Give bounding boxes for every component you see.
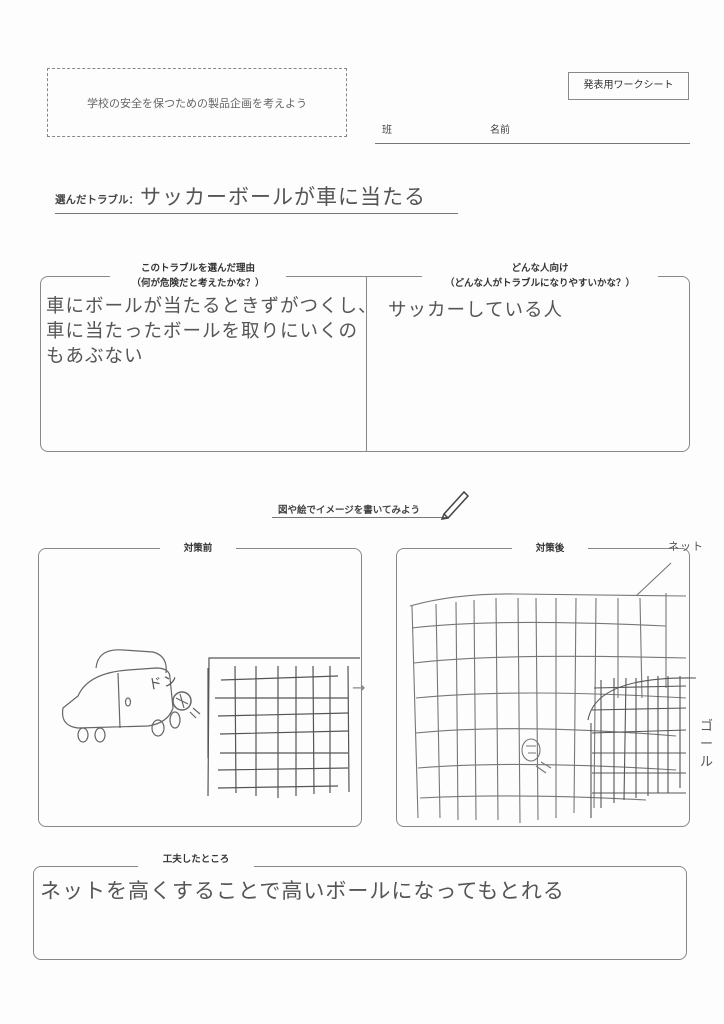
before-label: 対策前 <box>160 541 236 556</box>
drawing-heading: 図や絵でイメージを書いてみよう <box>278 505 421 516</box>
worksheet-label: 発表用ワークシート <box>583 80 674 91</box>
ingenuity-answer: ネットを高くすることで高いボールになってもとれる <box>40 879 565 903</box>
name-label: 名前 <box>490 125 510 136</box>
reason-answer-line: 車に当たったボールを取りにいくの <box>46 321 359 342</box>
drawing-heading-underline <box>272 517 448 518</box>
target-answer: サッカーしている人 <box>388 300 563 321</box>
reason-target-box <box>40 276 690 452</box>
pencil-icon <box>440 490 470 520</box>
after-label: 対策後 <box>512 541 588 556</box>
theme-box: 学校の安全を保つための製品企画を考えよう <box>47 68 347 137</box>
reason-title: このトラブルを選んだ理由 <box>140 263 255 274</box>
arrow-icon: → <box>352 678 366 697</box>
ingenuity-box <box>33 866 687 960</box>
after-drawing <box>409 562 696 824</box>
reason-answer-line: もあぶない <box>46 346 144 367</box>
net-note: ネット <box>668 540 704 553</box>
ingenuity-title: 工夫したところ <box>138 852 254 867</box>
wall-grid-sketch <box>207 657 360 798</box>
reason-target-divider <box>366 276 367 451</box>
target-heading: どんな人向け （どんな人がトラブルになりやすいかな？） <box>422 261 658 291</box>
trouble-label: 選んだトラブル： <box>55 194 139 206</box>
net-grid-sketch <box>409 562 687 824</box>
goal-note: ゴール <box>700 719 715 770</box>
group-label: 班 <box>382 125 392 136</box>
target-title: どんな人向け <box>511 263 569 274</box>
reason-subtitle: （何が危険だと考えたかな？） <box>131 278 265 289</box>
reason-answer-line: 車にボールが当たるときずがつくし、 <box>46 296 378 317</box>
trouble-underline <box>55 213 458 214</box>
reason-answer: 車にボールが当たるときずがつくし、 車に当たったボールを取りにいくの もあぶない <box>46 294 378 369</box>
reason-heading: このトラブルを選んだ理由 （何が危険だと考えたかな？） <box>110 261 286 291</box>
worksheet-label-box: 発表用ワークシート <box>568 72 689 100</box>
car-sketch <box>61 649 181 743</box>
goal-grid-sketch <box>587 676 696 818</box>
name-underline <box>375 143 690 144</box>
trouble-answer: サッカーボールが車に当たる <box>140 185 426 209</box>
before-drawing <box>61 649 360 798</box>
ball-sketch <box>521 738 552 774</box>
ball-sketch <box>172 691 201 719</box>
target-subtitle: （どんな人がトラブルになりやすいかな？） <box>444 278 635 289</box>
theme-text: 学校の安全を保つための製品企画を考えよう <box>87 97 307 110</box>
